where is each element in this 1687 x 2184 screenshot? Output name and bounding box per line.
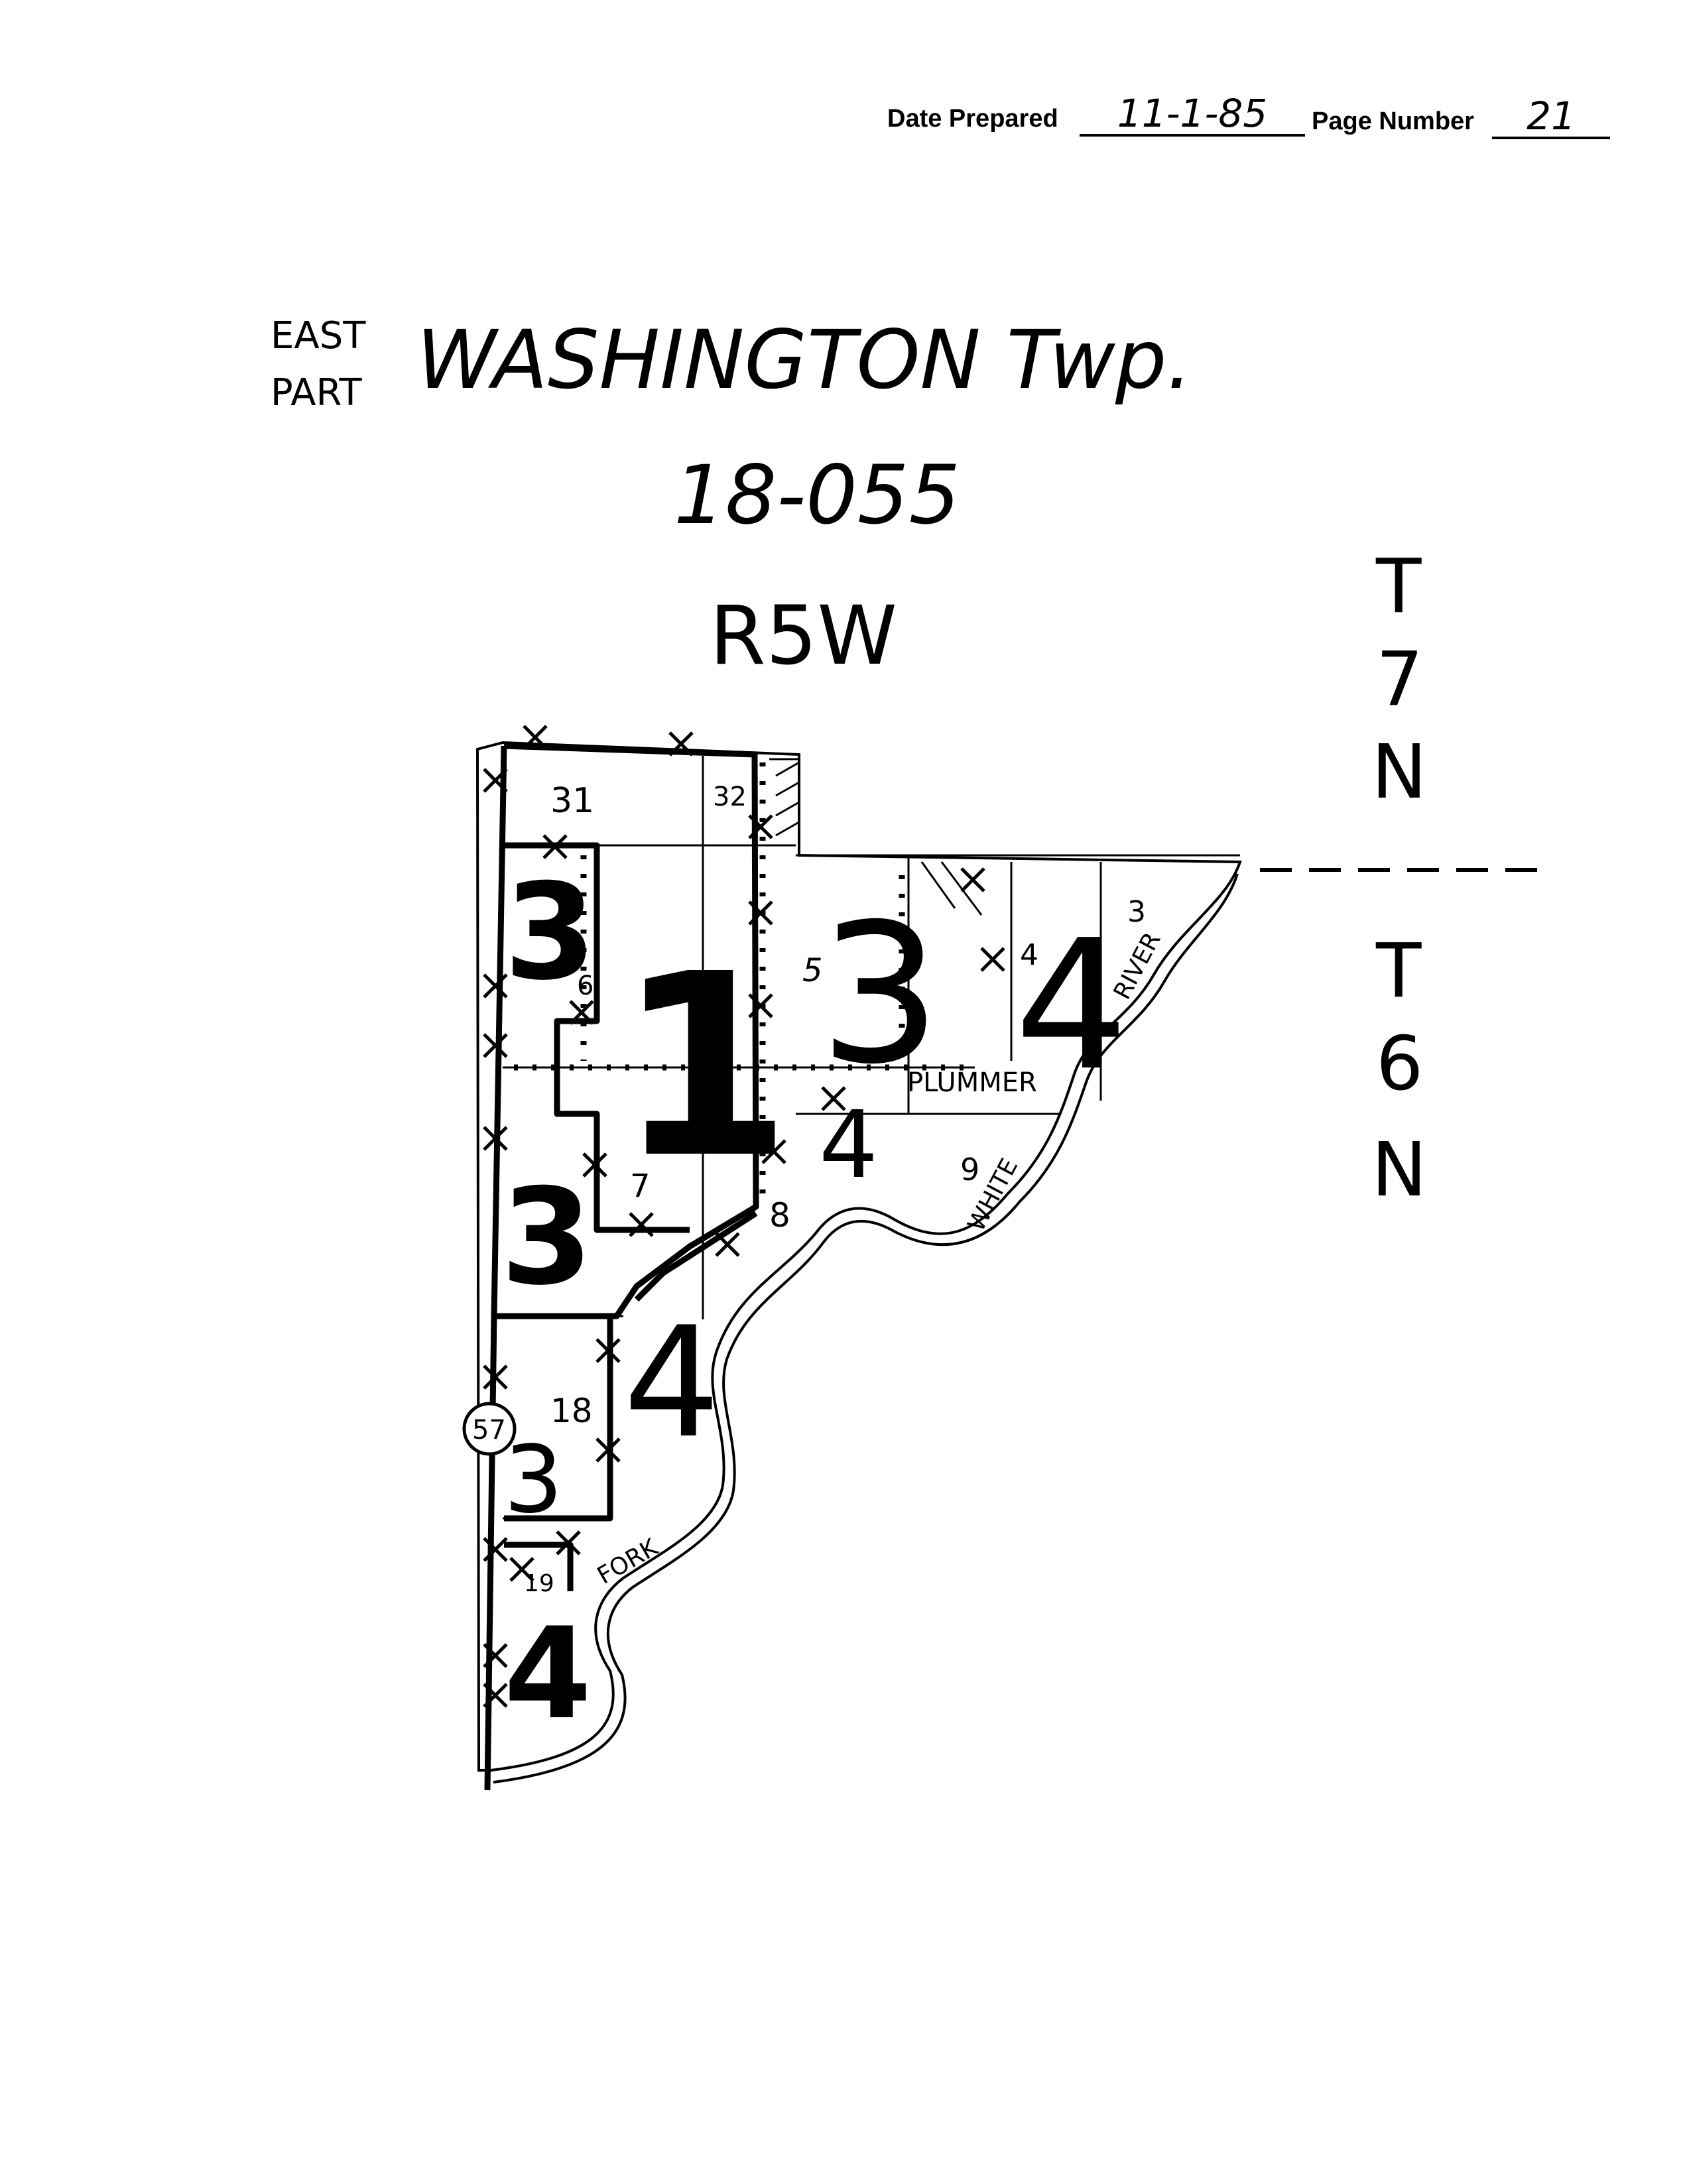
section-8-label: 8	[769, 1196, 790, 1235]
section-9-label: 9	[960, 1152, 979, 1187]
township-name: WASHINGTON Twp.	[416, 313, 1193, 407]
township-north-n: N	[1371, 729, 1427, 816]
section-32-label: 32	[713, 782, 747, 812]
zone-4-bottom-label: 4	[504, 1601, 592, 1747]
section-5-label: 5	[802, 952, 823, 989]
section-3-label: 3	[1127, 895, 1146, 929]
section-31-label: 31	[550, 781, 594, 821]
town-plummer-label: PLUMMER	[907, 1067, 1037, 1098]
section-19-label: 19	[524, 1570, 554, 1597]
section-grid	[503, 756, 1240, 1520]
section-6-label: 6	[577, 971, 594, 1001]
zone-4-east-label: 4	[1015, 901, 1129, 1110]
zone-boundaries	[484, 743, 759, 1791]
township-north-number: 7	[1376, 637, 1424, 723]
township-south-number: 6	[1376, 1021, 1424, 1107]
zone-3-south-label: 3	[504, 1426, 563, 1534]
zone-4-southwest-label: 4	[623, 1295, 720, 1472]
page-number-value: 21	[1492, 97, 1610, 139]
township-north-t: T	[1376, 544, 1422, 630]
date-prepared-value: 11-1-85	[1080, 94, 1305, 137]
township-south-t: T	[1376, 928, 1422, 1014]
township-south-n: N	[1371, 1127, 1427, 1213]
title-part-bottom: PART	[271, 371, 362, 414]
township-code: 18-055	[674, 448, 961, 542]
zone-3-middle-label: 3	[501, 1160, 593, 1315]
date-prepared-label: Date Prepared	[887, 105, 1058, 133]
section-4-label: 4	[1020, 938, 1038, 972]
dotted-boundaries	[504, 762, 975, 1512]
route-57-label: 57	[472, 1415, 506, 1445]
zone-4-plummer-label: 4	[819, 1091, 878, 1199]
river-bank	[493, 873, 1239, 1784]
zone-3-north-label: 3	[504, 855, 596, 1010]
range-label: R5W	[710, 589, 898, 683]
fork-label: FORK	[593, 1534, 663, 1590]
section-18-label: 18	[550, 1392, 593, 1430]
title-part-top: EAST	[271, 314, 366, 357]
route-shield-icon	[462, 1402, 517, 1456]
zone-1-label: 1	[617, 920, 792, 1213]
hatched-area	[769, 758, 983, 916]
zone-3-center-label: 3	[819, 883, 942, 1107]
county-outline	[475, 741, 1242, 1772]
page-number-label: Page Number	[1312, 107, 1474, 135]
section-7-label: 7	[630, 1168, 651, 1205]
